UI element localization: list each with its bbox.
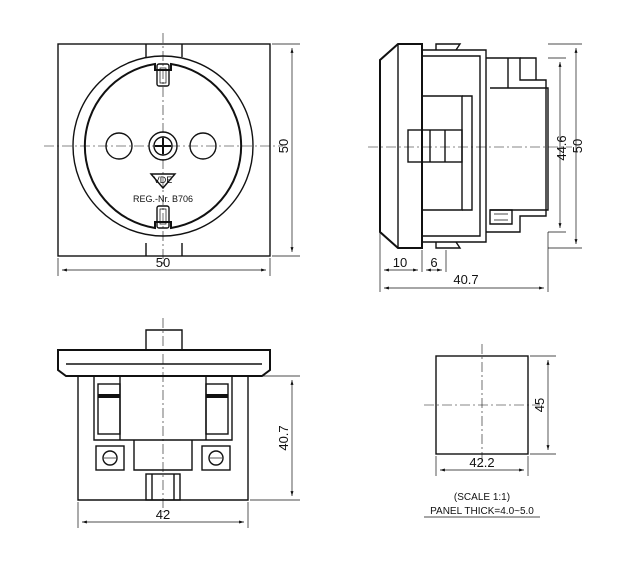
front-height-dim: 50 [276,139,291,153]
bottom-terminal-left [95,445,125,471]
bottom-earth-terminal [145,473,181,501]
bottom-earth-housing [133,440,193,471]
side-step-dim: 6 [430,255,437,270]
socket-recess [83,62,243,230]
cutout-width-dim: 42.2 [469,455,494,470]
side-pin-sleeve [407,129,463,163]
earth-clip-bottom-inner [159,208,167,225]
bottom-terminal-right [201,445,231,471]
bottom-view: 40.7 42 [57,318,300,528]
front-height-extension [272,43,300,257]
panel-cutout-view: 45 42.2 (SCALE 1:1) PANEL THICK=4.0~5.0 [424,344,556,518]
bottom-top-tab [145,329,183,350]
front-center-lines [44,33,283,266]
side-frame-inner [422,55,481,237]
side-depth-extension [379,232,549,292]
side-contact-wall [462,95,473,211]
side-bottom-clip [435,241,462,249]
side-view: 50 44.6 10 6 40.7 [368,43,585,292]
terminal-screw-left-icon [102,450,118,466]
side-internal-contact [422,95,463,211]
bottom-depth-dim: 40.7 [276,425,291,450]
bottom-contact-right-band [206,394,228,398]
side-flange-dim: 10 [393,255,407,270]
bottom-width-dim: 42 [156,507,170,522]
panel-thickness-note: PANEL THICK=4.0~5.0 [430,506,534,517]
side-inner-extension [548,57,566,233]
side-rear-block [490,87,549,211]
bottom-flange [57,349,271,377]
side-inner-height-dim: 44.6 [554,135,569,160]
front-top-tab [145,44,183,57]
front-width-dim: 50 [156,255,170,270]
side-frame-body [422,49,487,243]
bottom-contact-chamber [93,376,233,441]
side-rear-housing [486,57,547,233]
side-outer-extension [548,43,582,249]
side-terminal-detail [494,213,508,221]
front-outer-frame [57,43,271,257]
side-terminal [489,209,513,225]
side-pin-sleeve-segments [429,130,446,162]
scale-note: (SCALE 1:1) [454,492,510,503]
front-width-extension [57,258,271,276]
bottom-contact-left-band [98,394,120,398]
earth-clip-top-inner [159,67,167,84]
bottom-width-extension [77,502,249,528]
front-view: VDE REG.-Nr. B706 50 50 [44,33,300,276]
cutout-width-extension [435,456,529,476]
cutout-height-extension [530,355,556,455]
bottom-depth-extension [250,375,300,501]
bottom-contact-right [205,383,229,435]
cutout-center-lines [424,344,540,466]
terminal-screw-right-icon [208,450,224,466]
side-outer-height-dim: 50 [570,139,585,153]
bottom-contact-left [97,383,121,435]
cutout-height-dim: 45 [532,398,547,412]
front-bottom-tab [145,243,183,256]
bottom-earth-terminal-detail [151,474,175,500]
side-front-flange [379,43,423,249]
side-top-clip [435,43,462,51]
side-rear-steps [507,57,537,88]
side-depth-dim: 40.7 [453,272,478,287]
